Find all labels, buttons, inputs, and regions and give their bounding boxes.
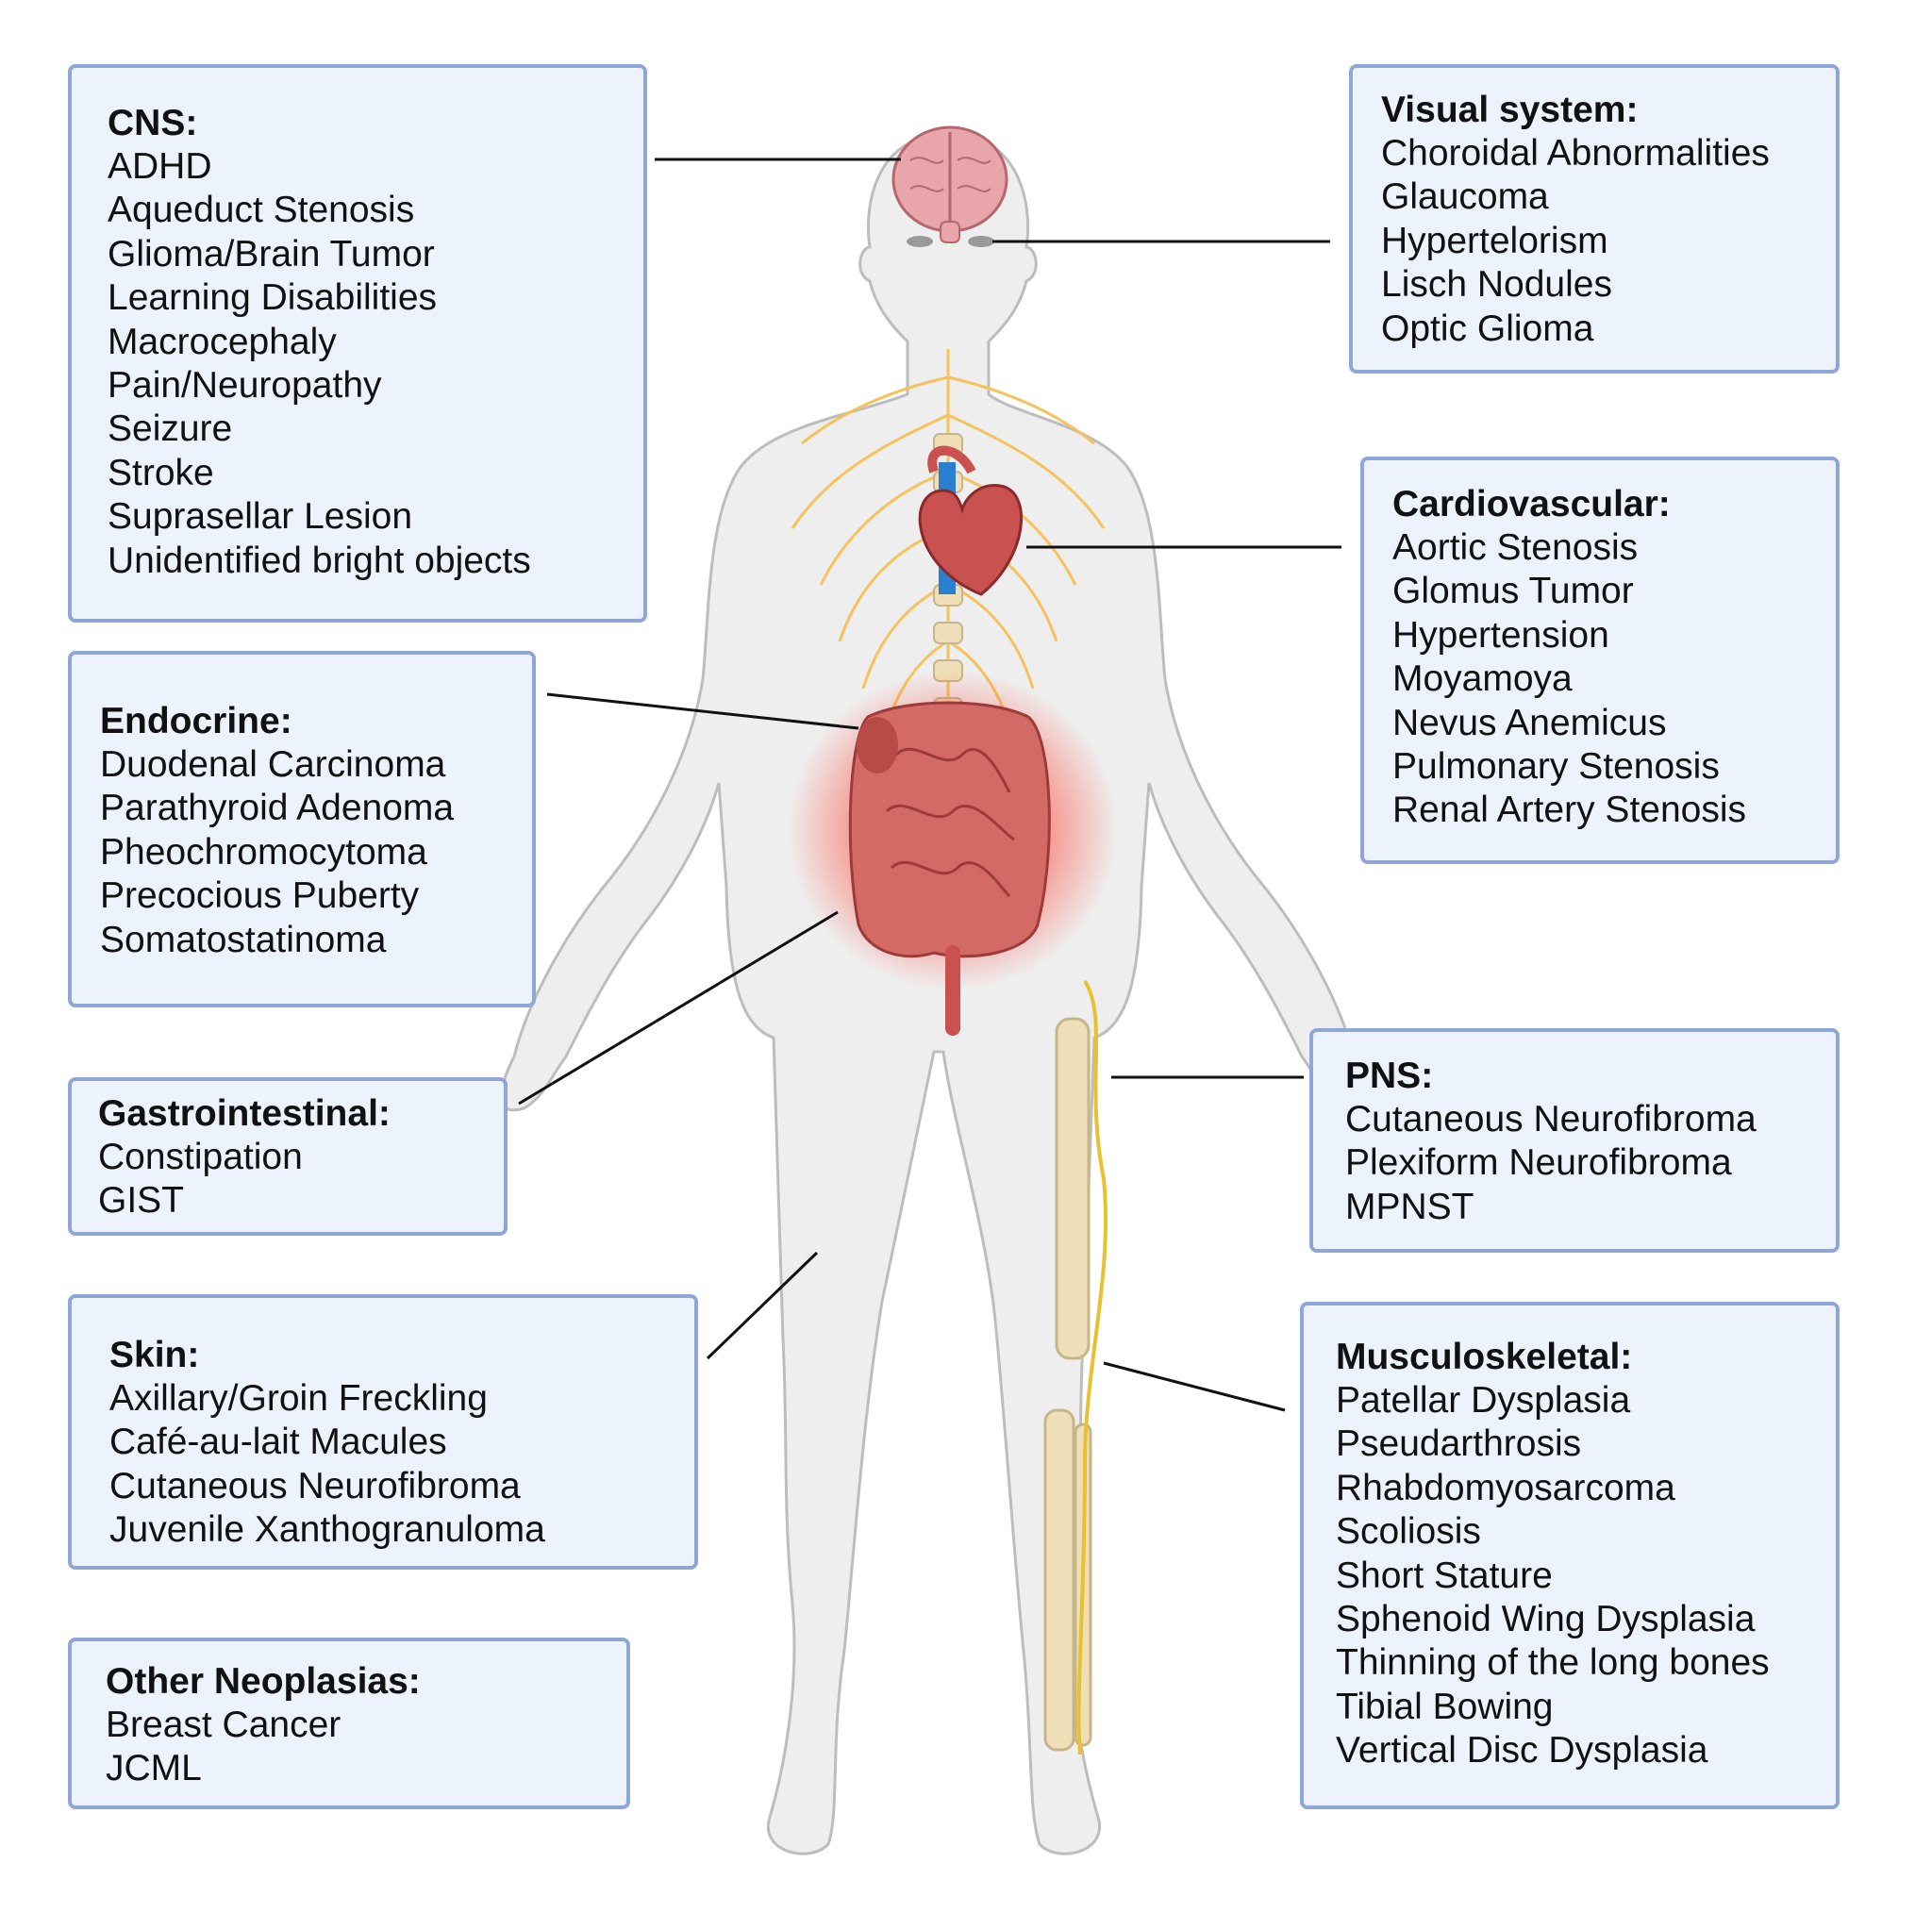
human-body-silhouette bbox=[499, 132, 1369, 1855]
list-item: Choroidal Abnormalities bbox=[1381, 133, 1770, 174]
list-item: Renal Artery Stenosis bbox=[1392, 790, 1747, 831]
skin-box: Skin: Axillary/Groin Freckling Café-au-l… bbox=[68, 1294, 698, 1570]
list-item: Glioma/Brain Tumor bbox=[108, 233, 435, 274]
list-item: Cutaneous Neurofibroma bbox=[109, 1465, 521, 1506]
list-item: Glomus Tumor bbox=[1392, 571, 1634, 612]
list-item: Pheochromocytoma bbox=[100, 831, 427, 873]
list-item: Pseudarthrosis bbox=[1336, 1423, 1582, 1465]
list-item: Optic Glioma bbox=[1381, 308, 1594, 349]
list-item: Duodenal Carcinoma bbox=[100, 744, 446, 785]
list-item: Moyamoya bbox=[1392, 658, 1573, 700]
list-item: Scoliosis bbox=[1336, 1511, 1481, 1553]
list-item: Hypertelorism bbox=[1381, 220, 1608, 261]
list-item: Seizure bbox=[108, 408, 233, 450]
list-item: Sphenoid Wing Dysplasia bbox=[1336, 1599, 1756, 1640]
list-item: Stroke bbox=[108, 452, 214, 493]
skin-list: Axillary/Groin Freckling Café-au-lait Ma… bbox=[109, 1377, 694, 1553]
musculoskeletal-title: Musculoskeletal: bbox=[1336, 1337, 1633, 1377]
gastrointestinal-title: Gastrointestinal: bbox=[98, 1093, 391, 1134]
pns-title: PNS: bbox=[1345, 1056, 1434, 1096]
other-neoplasias-box: Other Neoplasias: Breast Cancer JCML bbox=[68, 1638, 630, 1809]
list-item: Nevus Anemicus bbox=[1392, 702, 1667, 743]
list-item: GIST bbox=[98, 1180, 185, 1222]
skin-title: Skin: bbox=[109, 1335, 200, 1375]
list-item: Thinning of the long bones bbox=[1336, 1642, 1770, 1684]
list-item: Unidentified bright objects bbox=[108, 540, 531, 581]
sciatic-nerve bbox=[1076, 979, 1108, 1755]
brain-icon bbox=[891, 125, 1008, 243]
list-item: Aqueduct Stenosis bbox=[108, 190, 415, 231]
list-item: Macrocephaly bbox=[108, 321, 337, 362]
visual-system-box: Visual system: Choroidal Abnormalities G… bbox=[1349, 64, 1840, 374]
list-item: Rhabdomyosarcoma bbox=[1336, 1467, 1675, 1508]
pns-box: PNS: Cutaneous Neurofibroma Plexiform Ne… bbox=[1309, 1028, 1840, 1253]
list-item: Learning Disabilities bbox=[108, 277, 438, 319]
musculoskeletal-box: Musculoskeletal: Patellar Dysplasia Pseu… bbox=[1300, 1302, 1840, 1809]
list-item: Lisch Nodules bbox=[1381, 264, 1612, 306]
list-item: Hypertension bbox=[1392, 614, 1609, 656]
list-item: Vertical Disc Dysplasia bbox=[1336, 1730, 1708, 1772]
endocrine-title: Endocrine: bbox=[100, 701, 292, 741]
cardiovascular-list: Aortic Stenosis Glomus Tumor Hypertensio… bbox=[1392, 526, 1836, 833]
list-item: Breast Cancer bbox=[106, 1705, 341, 1745]
gastrointestinal-list: Constipation GIST bbox=[98, 1136, 504, 1223]
intestines-icon bbox=[788, 670, 1118, 1036]
list-item: Pain/Neuropathy bbox=[108, 365, 382, 407]
list-item: Café-au-lait Macules bbox=[109, 1422, 447, 1463]
list-item: Somatostatinoma bbox=[100, 919, 387, 960]
list-item: Cutaneous Neurofibroma bbox=[1345, 1099, 1757, 1139]
list-item: ADHD bbox=[108, 146, 212, 187]
other-neoplasias-title: Other Neoplasias: bbox=[106, 1661, 421, 1702]
cardiovascular-title: Cardiovascular: bbox=[1392, 484, 1671, 524]
other-neoplasias-list: Breast Cancer JCML bbox=[106, 1704, 626, 1791]
list-item: Precocious Puberty bbox=[100, 875, 420, 917]
list-item: Juvenile Xanthogranuloma bbox=[109, 1509, 545, 1551]
cns-box: CNS: ADHD Aqueduct Stenosis Glioma/Brain… bbox=[68, 64, 647, 623]
list-item: Suprasellar Lesion bbox=[108, 496, 413, 538]
visual-system-list: Choroidal Abnormalities Glaucoma Hyperte… bbox=[1381, 132, 1836, 351]
connector-lines bbox=[518, 158, 1341, 1412]
list-item: Parathyroid Adenoma bbox=[100, 788, 455, 829]
cns-list: ADHD Aqueduct Stenosis Glioma/Brain Tumo… bbox=[108, 145, 643, 583]
list-item: Pulmonary Stenosis bbox=[1392, 746, 1720, 788]
gastrointestinal-box: Gastrointestinal: Constipation GIST bbox=[68, 1077, 508, 1236]
visual-system-title: Visual system: bbox=[1381, 90, 1639, 130]
list-item: Short Stature bbox=[1336, 1555, 1553, 1596]
list-item: Axillary/Groin Freckling bbox=[109, 1378, 488, 1419]
endocrine-list: Duodenal Carcinoma Parathyroid Adenoma P… bbox=[100, 743, 532, 962]
musculoskeletal-list: Patellar Dysplasia Pseudarthrosis Rhabdo… bbox=[1336, 1379, 1836, 1773]
list-item: Plexiform Neurofibroma bbox=[1345, 1142, 1732, 1184]
list-item: MPNST bbox=[1345, 1186, 1474, 1227]
eyes-icon bbox=[907, 236, 994, 247]
cardiovascular-box: Cardiovascular: Aortic Stenosis Glomus T… bbox=[1360, 457, 1840, 864]
list-item: Aortic Stenosis bbox=[1392, 527, 1639, 568]
list-item: Patellar Dysplasia bbox=[1336, 1380, 1631, 1421]
list-item: Tibial Bowing bbox=[1336, 1686, 1554, 1727]
pns-list: Cutaneous Neurofibroma Plexiform Neurofi… bbox=[1345, 1098, 1836, 1229]
list-item: Constipation bbox=[98, 1137, 303, 1177]
list-item: Glaucoma bbox=[1381, 176, 1549, 218]
cns-title: CNS: bbox=[108, 103, 198, 143]
list-item: JCML bbox=[106, 1748, 202, 1789]
heart-icon bbox=[918, 445, 1024, 596]
endocrine-box: Endocrine: Duodenal Carcinoma Parathyroi… bbox=[68, 651, 536, 1007]
